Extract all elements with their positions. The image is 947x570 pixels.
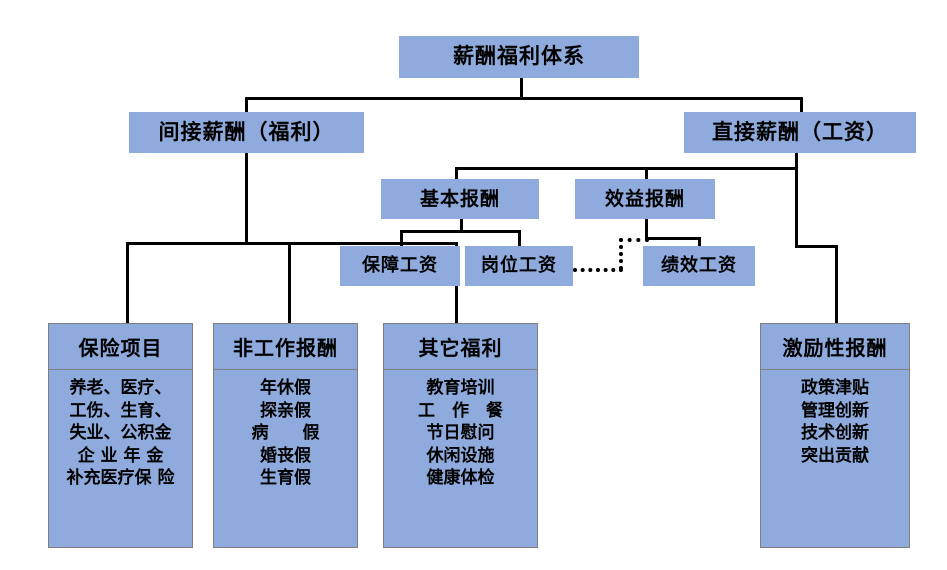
list-item: 探亲假 xyxy=(260,400,311,421)
connector-level3-bar xyxy=(455,167,798,170)
list-item: 养老、医疗、 xyxy=(69,378,172,398)
list-item: 休闲设施 xyxy=(426,445,495,466)
panel-incentive-compensation[interactable]: 激励性报酬 政策津贴 管理创新 技术创新 突出贡献 xyxy=(760,323,910,548)
dotted-connector-post-wage xyxy=(573,268,623,272)
connector-to-benefit-pay xyxy=(645,167,648,179)
connector-to-insurance-panel xyxy=(126,242,129,323)
list-item: 工伤、生育、 xyxy=(69,400,172,421)
connector-to-guarantee-wage xyxy=(400,230,403,246)
list-item: 健康体检 xyxy=(426,468,495,489)
panel-non-work-compensation-body: 年休假 探亲假 病 假 婚丧假 生育假 xyxy=(214,370,357,547)
list-item: 失业、公积金 xyxy=(69,423,172,444)
connector-to-performance-wage xyxy=(698,237,701,247)
list-item: 工 作 餐 xyxy=(418,400,503,421)
panel-insurance-body: 养老、医疗、 工伤、生育、 失业、公积金 企 业 年 金 补充医疗保 险 xyxy=(49,370,192,547)
connector-benefit-pay-down xyxy=(645,219,648,239)
dotted-connector-top xyxy=(619,238,649,242)
panel-other-benefits-header: 其它福利 xyxy=(384,324,537,370)
node-benefit-pay[interactable]: 效益报酬 xyxy=(575,179,715,219)
panel-incentive-compensation-body: 政策津贴 管理创新 技术创新 突出贡献 xyxy=(761,370,909,547)
panel-non-work-compensation[interactable]: 非工作报酬 年休假 探亲假 病 假 婚丧假 生育假 xyxy=(213,323,358,548)
panel-non-work-compensation-header: 非工作报酬 xyxy=(214,324,357,370)
node-post-wage[interactable]: 岗位工资 xyxy=(465,246,573,286)
connector-direct-jog xyxy=(795,245,838,248)
list-item: 企 业 年 金 xyxy=(77,445,164,466)
connector-to-basic-pay xyxy=(455,167,458,179)
list-item: 政策津贴 xyxy=(801,378,869,398)
connector-basic-pay-bar xyxy=(400,230,520,233)
list-item: 管理创新 xyxy=(801,400,869,421)
node-basic-pay[interactable]: 基本报酬 xyxy=(381,179,539,219)
connector-to-indirect xyxy=(245,97,248,112)
connector-level1-bar xyxy=(245,97,803,100)
list-item: 补充医疗保 险 xyxy=(66,468,175,489)
list-item: 婚丧假 xyxy=(260,445,311,466)
dotted-connector-riser xyxy=(619,238,623,270)
connector-indirect-down xyxy=(245,152,248,244)
panel-insurance-header: 保险项目 xyxy=(49,324,192,370)
panel-other-benefits[interactable]: 其它福利 教育培训 工 作 餐 节日慰问 休闲设施 健康体检 xyxy=(383,323,538,548)
panel-incentive-compensation-header: 激励性报酬 xyxy=(761,324,909,370)
list-item: 教育培训 xyxy=(426,378,495,398)
panel-other-benefits-body: 教育培训 工 作 餐 节日慰问 休闲设施 健康体检 xyxy=(384,370,537,547)
list-item: 病 假 xyxy=(251,423,320,444)
node-guarantee-wage[interactable]: 保障工资 xyxy=(340,246,460,286)
connector-to-post-wage xyxy=(518,230,521,246)
connector-to-nonwork-panel xyxy=(288,242,291,323)
connector-to-direct xyxy=(800,97,803,112)
list-item: 生育假 xyxy=(260,468,311,489)
connector-direct-down xyxy=(795,152,798,248)
connector-to-incentive-panel xyxy=(835,245,838,323)
list-item: 节日慰问 xyxy=(426,423,495,444)
list-item: 突出贡献 xyxy=(801,445,869,466)
connector-root-down xyxy=(520,78,523,100)
node-indirect-compensation[interactable]: 间接薪酬（福利） xyxy=(129,112,364,153)
node-direct-compensation[interactable]: 直接薪酬（工资） xyxy=(684,112,916,153)
connector-benefits-bar xyxy=(126,242,458,245)
list-item: 年休假 xyxy=(260,378,311,398)
node-performance-wage[interactable]: 绩效工资 xyxy=(643,246,755,286)
list-item: 技术创新 xyxy=(801,423,869,444)
connector-benefit-pay-bar xyxy=(645,237,701,240)
connector-basic-pay-down xyxy=(460,219,463,231)
panel-insurance[interactable]: 保险项目 养老、医疗、 工伤、生育、 失业、公积金 企 业 年 金 补充医疗保 … xyxy=(48,323,193,548)
node-root[interactable]: 薪酬福利体系 xyxy=(399,36,639,78)
